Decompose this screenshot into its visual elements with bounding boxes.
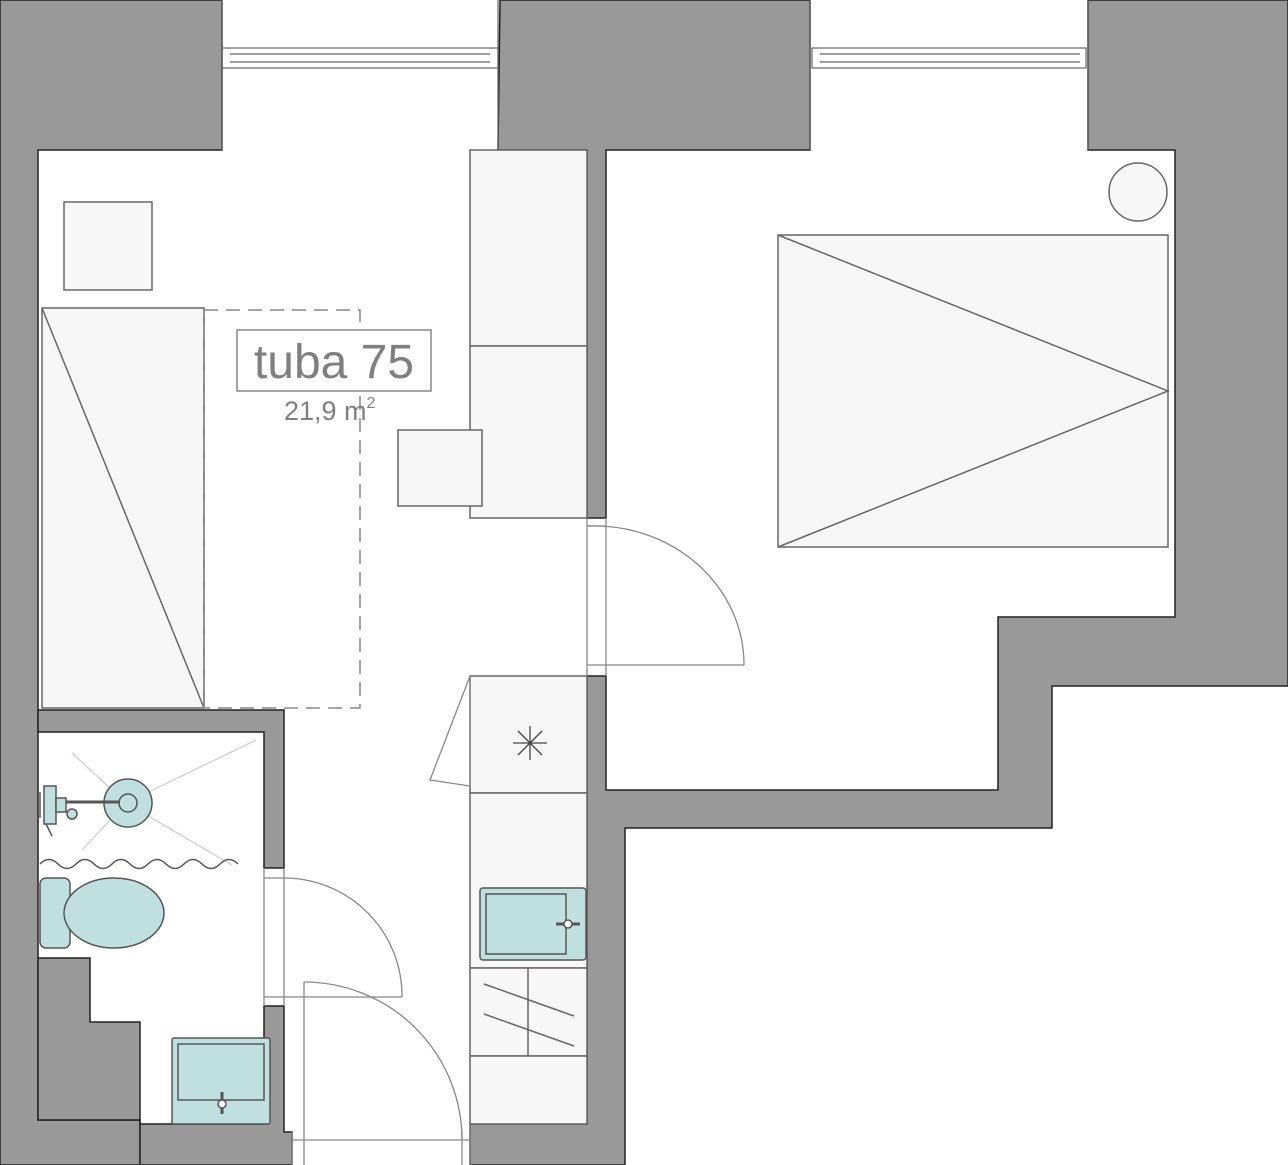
round-table <box>1108 162 1168 222</box>
bathroom-door <box>263 868 403 1006</box>
sink-icon <box>479 887 587 961</box>
kitchen <box>469 675 588 1125</box>
toilet-icon <box>39 877 165 949</box>
shower-head-icon <box>39 739 257 866</box>
drawer-lines <box>483 968 575 1056</box>
window-right <box>809 0 1089 150</box>
double-bed <box>777 234 1169 548</box>
wardrobe-lower <box>469 345 588 519</box>
bed-extension-outline <box>203 309 361 709</box>
unit-area-superscript: 2 <box>367 395 376 412</box>
unit-label: tuba 75 21,9 m2 <box>236 329 432 426</box>
unit-name: tuba 75 <box>254 336 414 389</box>
stool <box>397 429 483 507</box>
shower-curtain <box>39 858 239 870</box>
unit-area: 21,9 m2 <box>284 395 376 426</box>
bed-diagonal <box>41 307 205 709</box>
asterisk-icon <box>513 726 547 760</box>
window-left <box>221 0 499 150</box>
nightstand <box>63 201 153 291</box>
bathroom <box>39 739 271 1125</box>
entrance-door <box>291 981 471 1165</box>
doors <box>263 518 745 1165</box>
counter-hob <box>469 675 588 794</box>
unit-area-value: 21,9 m <box>284 396 367 426</box>
furniture <box>41 149 1171 709</box>
washbasin-icon <box>171 1037 271 1125</box>
bathroom-partition-wall <box>37 709 285 869</box>
double-bed-diagonal <box>777 234 1171 548</box>
bedroom-door <box>429 518 745 787</box>
wardrobe-upper <box>469 149 588 347</box>
counter-end <box>469 1055 588 1125</box>
windows <box>221 0 1089 150</box>
unit-name-box <box>236 329 432 392</box>
